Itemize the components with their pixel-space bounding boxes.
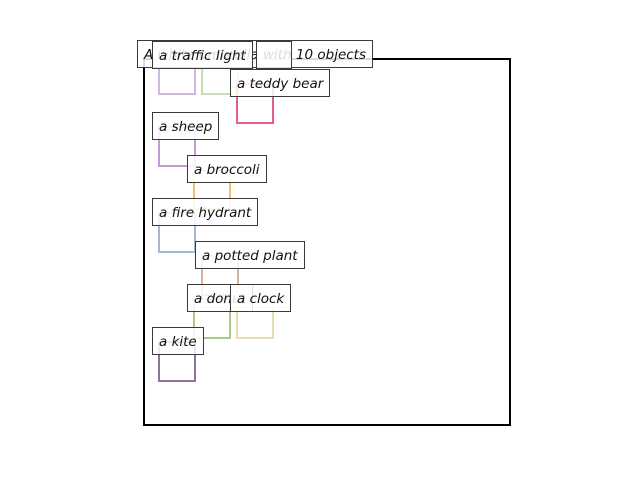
label-potted-plant: a potted plant <box>195 241 305 269</box>
label-clock: a clock <box>230 284 292 312</box>
label-broccoli: a broccoli <box>187 155 267 183</box>
label-fire-hydrant: a fire hydrant <box>152 198 259 226</box>
label-hidden <box>256 41 292 69</box>
label-sheep: a sheep <box>152 112 220 140</box>
label-kite: a kite <box>152 327 204 355</box>
label-traffic-light: a traffic light <box>152 41 253 69</box>
label-teddy-bear: a teddy bear <box>230 69 331 97</box>
